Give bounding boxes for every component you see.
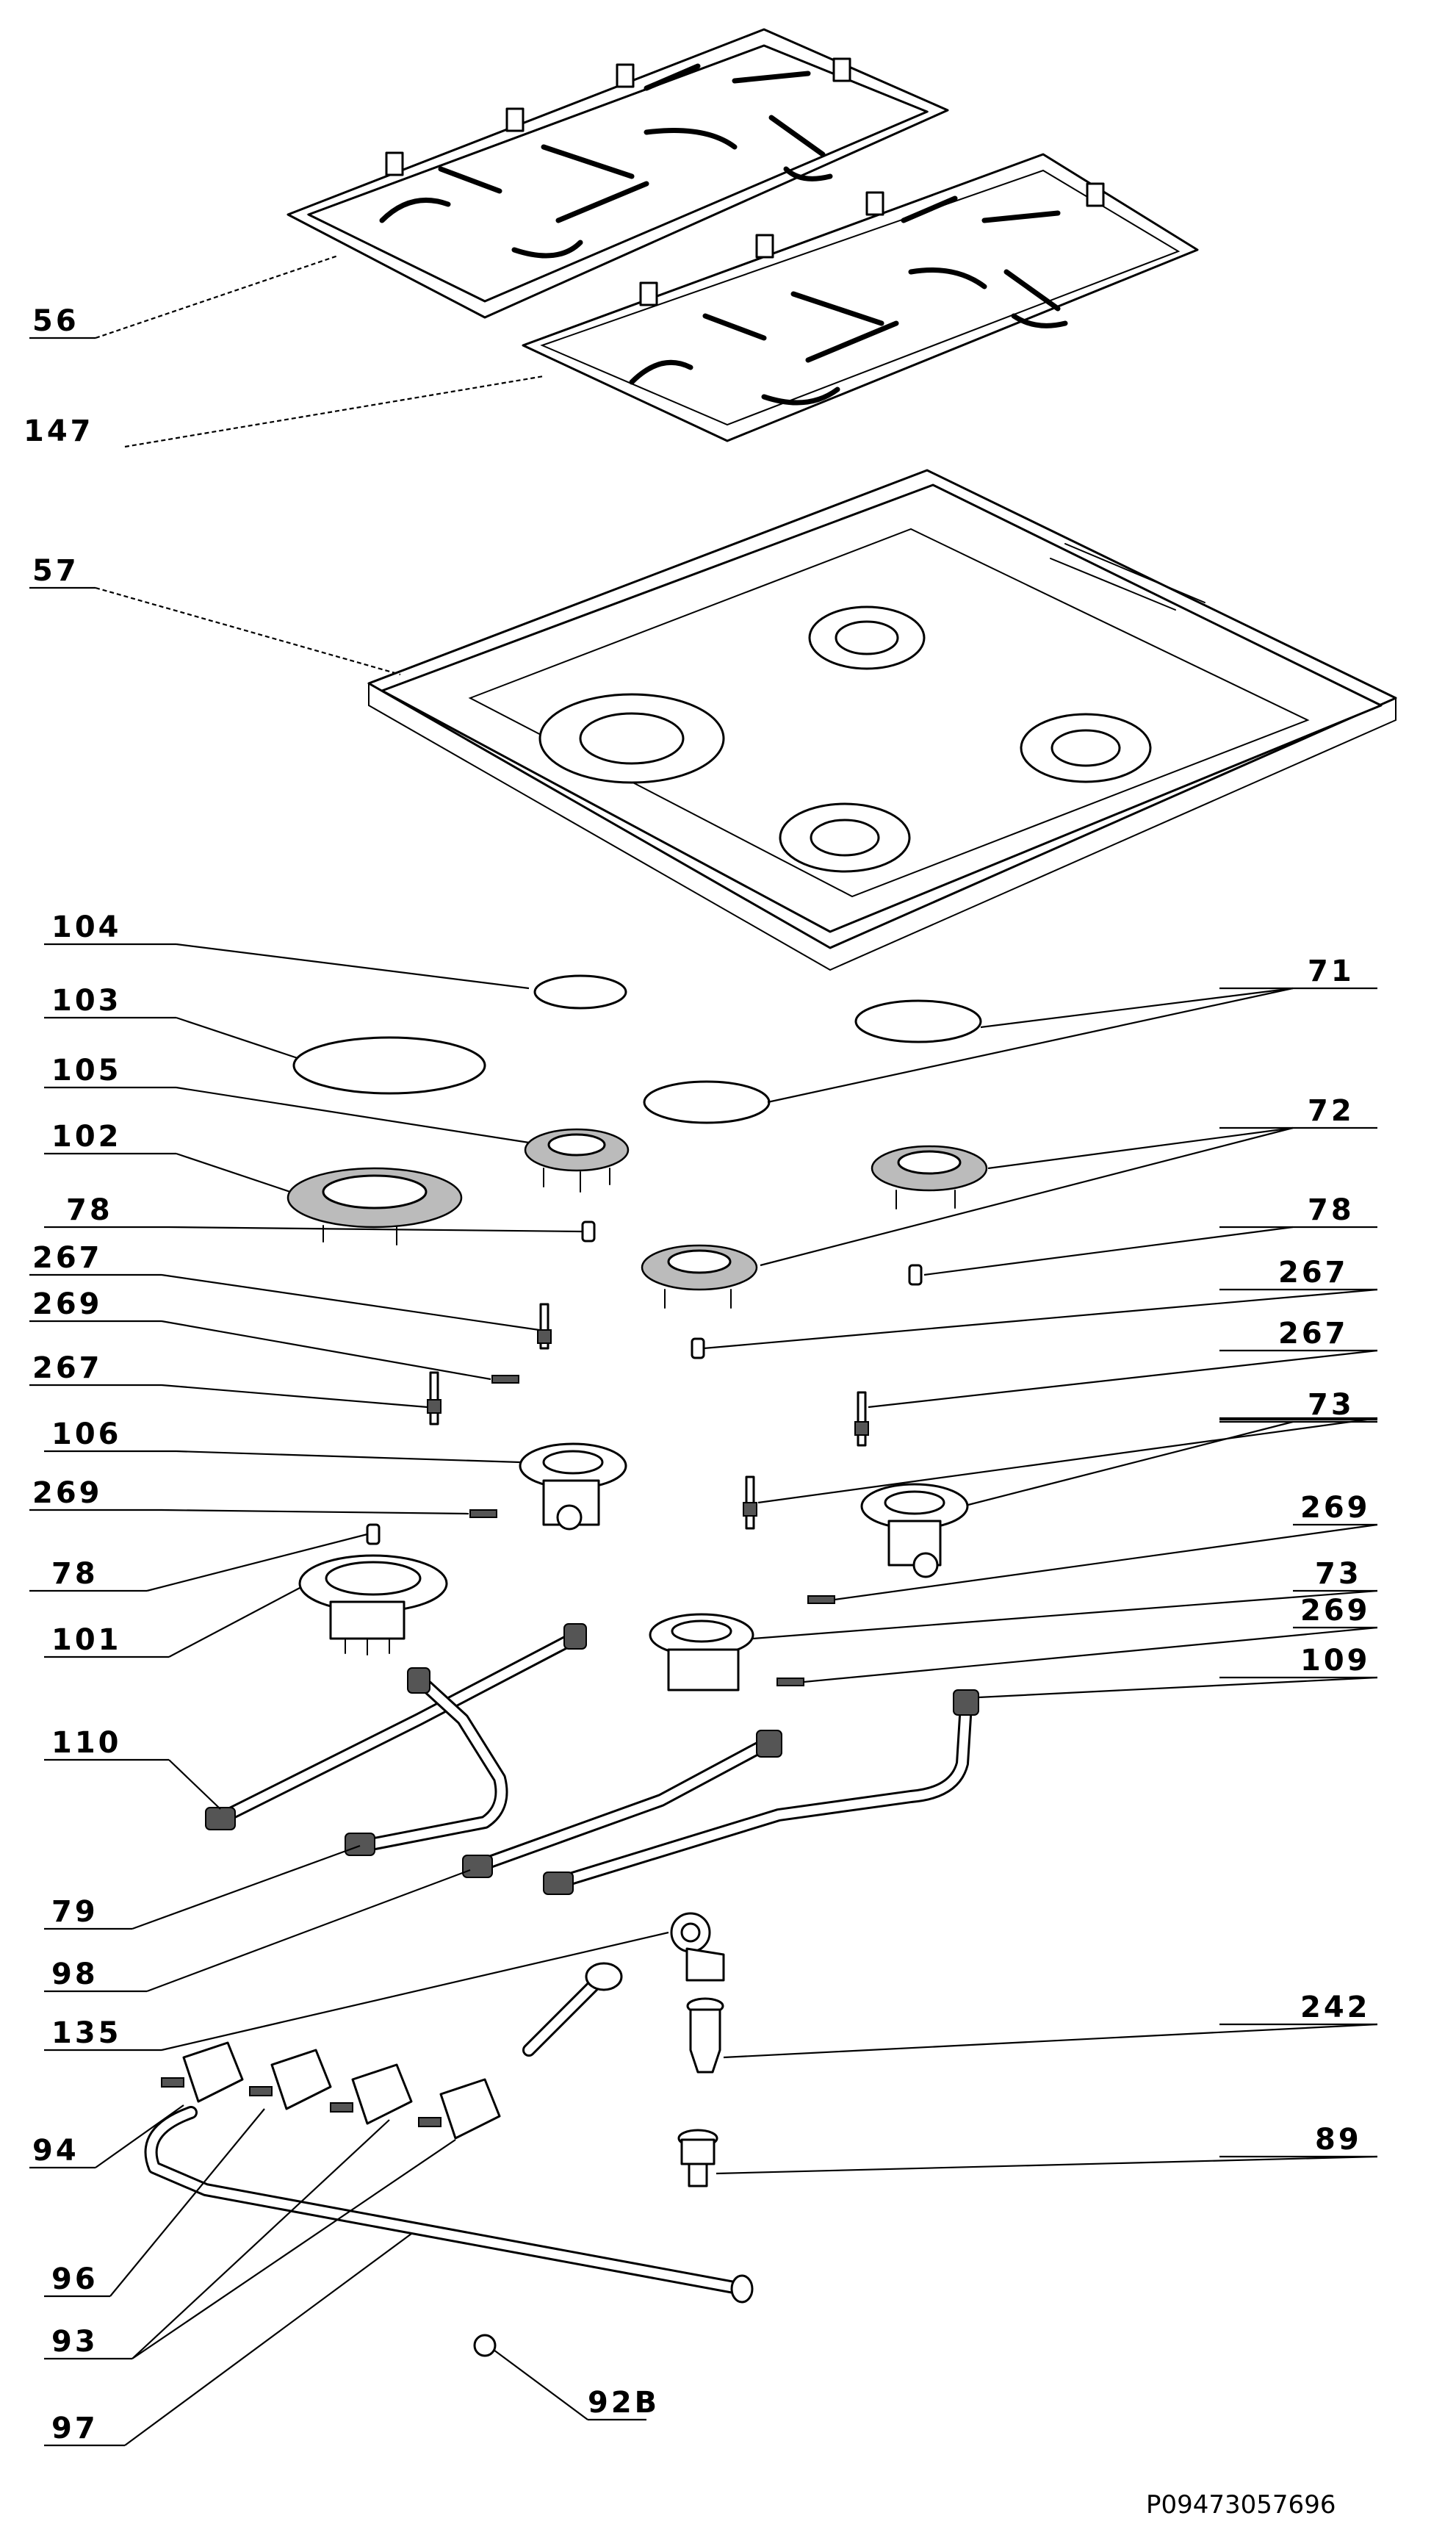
clip-269-d xyxy=(776,1678,804,1686)
injector-78-a xyxy=(581,1220,596,1243)
label-102: 102 xyxy=(51,1120,122,1154)
gas-pipe-109 xyxy=(543,1689,979,1895)
label-103: 103 xyxy=(51,984,122,1018)
label-110: 110 xyxy=(51,1726,122,1760)
burner-ring-105 xyxy=(524,1128,630,1193)
burner-cap-71-center xyxy=(643,1080,771,1124)
burner-cap-71-right xyxy=(854,999,982,1043)
burner-body-101 xyxy=(298,1554,448,1655)
gas-tap-93-a xyxy=(330,2063,413,2125)
label-73-a: 73 xyxy=(1308,1388,1355,1422)
label-73-b: 73 xyxy=(1315,1557,1362,1591)
electrode-267-d xyxy=(743,1475,757,1530)
nut-92B xyxy=(473,2334,497,2357)
label-104: 104 xyxy=(51,910,122,944)
drawing-code: P09473057696 xyxy=(1146,2490,1336,2520)
label-267-b: 267 xyxy=(1278,1256,1349,1290)
burner-ring-72-center xyxy=(641,1244,758,1309)
pan-support-grate-147 xyxy=(522,153,1199,442)
label-97: 97 xyxy=(51,2412,98,2445)
pan-support-grate-56 xyxy=(286,28,949,319)
label-93: 93 xyxy=(51,2325,98,2359)
hob-top-57 xyxy=(367,469,1397,971)
manifold-97 xyxy=(144,2106,754,2304)
label-94: 94 xyxy=(32,2134,79,2168)
burner-ring-72-right xyxy=(871,1145,988,1209)
burner-body-73-right xyxy=(860,1483,969,1578)
gas-pipe-79 xyxy=(345,1667,508,1856)
label-269-a: 269 xyxy=(32,1287,103,1321)
label-78-a: 78 xyxy=(66,1193,113,1227)
label-269-d: 269 xyxy=(1300,1594,1371,1628)
label-89: 89 xyxy=(1315,2123,1362,2157)
electrode-267-a xyxy=(537,1303,552,1350)
label-109: 109 xyxy=(1300,1644,1371,1678)
label-101: 101 xyxy=(51,1623,122,1657)
label-269-c: 269 xyxy=(1300,1491,1371,1525)
injector-78-b xyxy=(908,1264,923,1286)
injector-78-c xyxy=(691,1337,705,1359)
label-56: 56 xyxy=(32,304,79,338)
label-71: 71 xyxy=(1308,954,1355,988)
label-57: 57 xyxy=(32,554,79,588)
gas-tap-94 xyxy=(161,2041,244,2103)
label-78-c: 78 xyxy=(51,1557,98,1591)
gas-tap-96 xyxy=(249,2049,332,2110)
label-79: 79 xyxy=(51,1895,98,1929)
burner-cap-103 xyxy=(292,1036,486,1095)
burner-cap-104 xyxy=(533,974,627,1010)
fitting-89 xyxy=(677,2129,718,2187)
leader-lines xyxy=(29,254,1378,2447)
label-267-a: 267 xyxy=(32,1241,103,1275)
elbow-135 xyxy=(670,1912,725,1982)
manifold-inlet-pipe xyxy=(522,1962,623,2057)
label-78-b: 78 xyxy=(1308,1193,1355,1227)
label-135: 135 xyxy=(51,2016,122,2050)
label-96: 96 xyxy=(51,2262,98,2296)
part-number-labels: 56 147 57 104 71 103 105 72 102 78 78 26… xyxy=(24,304,1371,2520)
label-92B: 92B xyxy=(588,2386,660,2420)
electrode-267-c xyxy=(854,1391,869,1447)
injector-78-d xyxy=(366,1523,381,1545)
burner-body-73-center xyxy=(649,1613,754,1691)
gas-pipe-110 xyxy=(205,1623,587,1830)
clip-269-a xyxy=(491,1375,519,1384)
label-269-b: 269 xyxy=(32,1476,103,1510)
electrode-267-b xyxy=(427,1371,442,1425)
gas-pipe-98 xyxy=(462,1730,782,1878)
label-267-d: 267 xyxy=(32,1351,103,1385)
label-106: 106 xyxy=(51,1417,122,1451)
gas-tap-93-b xyxy=(418,2078,501,2140)
label-105: 105 xyxy=(51,1054,122,1087)
label-267-c: 267 xyxy=(1278,1317,1349,1351)
connector-242 xyxy=(686,1997,724,2074)
label-72: 72 xyxy=(1308,1094,1355,1128)
label-242: 242 xyxy=(1300,1991,1371,2024)
clip-269-b xyxy=(469,1509,497,1518)
burner-ring-102 xyxy=(286,1167,463,1245)
clip-269-c xyxy=(807,1595,835,1604)
label-147: 147 xyxy=(24,414,94,448)
label-98: 98 xyxy=(51,1957,98,1991)
burner-body-106 xyxy=(519,1442,627,1531)
